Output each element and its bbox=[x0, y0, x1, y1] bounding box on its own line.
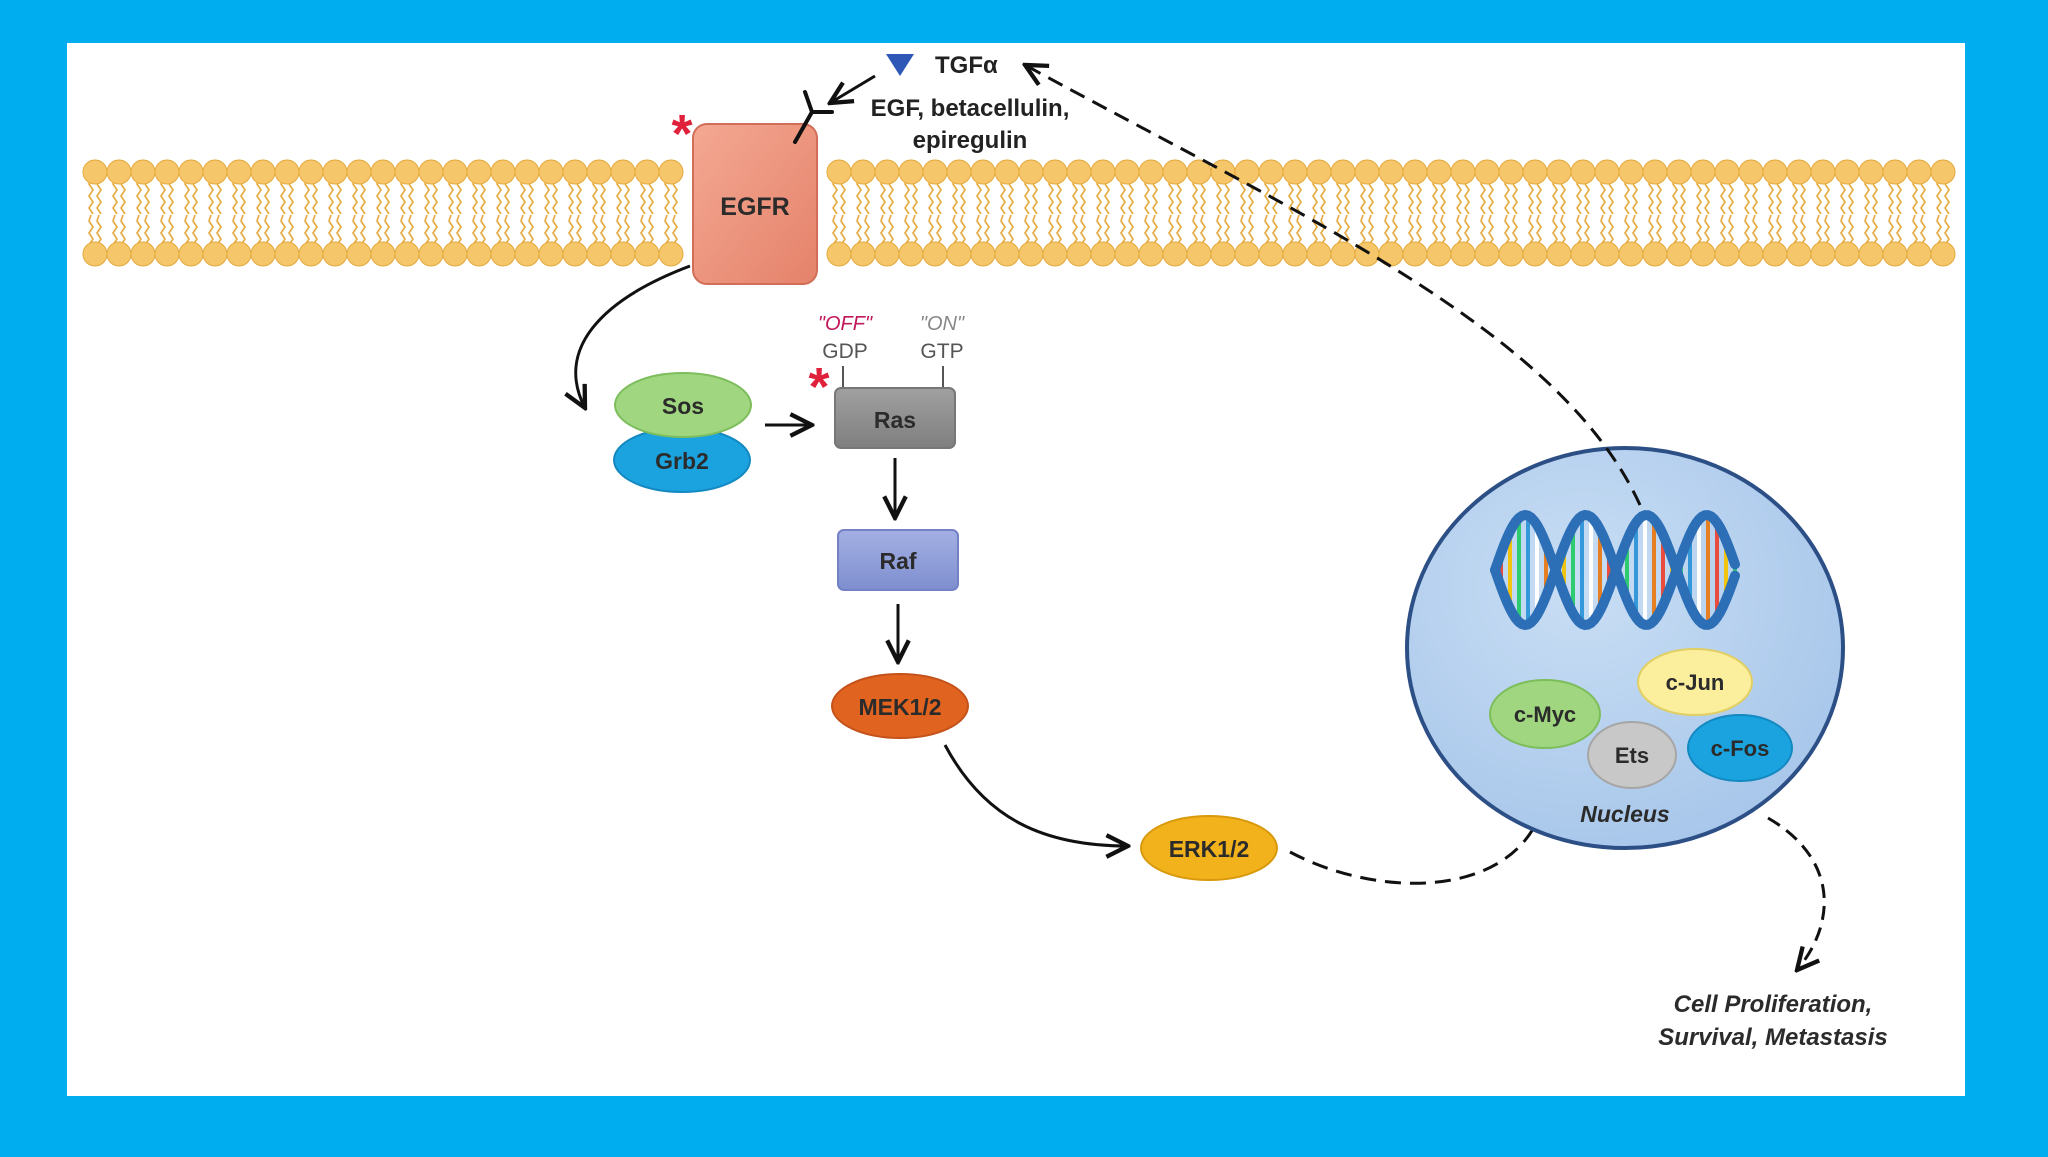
ligand-binding-site bbox=[793, 90, 834, 144]
egfr-mutation-star: * bbox=[671, 104, 692, 164]
ras-on-label: "ON" bbox=[920, 313, 965, 335]
ras-node: Ras bbox=[834, 387, 956, 449]
tgfa-triangle-icon bbox=[886, 54, 914, 76]
sos-node: Sos bbox=[614, 372, 752, 438]
dna-helix-icon bbox=[1490, 509, 1740, 631]
tgfa-feedback-dashed-arrow bbox=[1025, 65, 1642, 506]
ras-label: Ras bbox=[874, 407, 916, 433]
mek-node: MEK1/2 bbox=[831, 673, 969, 739]
ets-node: Ets bbox=[1587, 721, 1677, 789]
ras-gtp-label: GTP bbox=[920, 340, 963, 363]
sos-label: Sos bbox=[662, 393, 704, 419]
grb2-label: Grb2 bbox=[655, 448, 709, 474]
outcome-label-line1: Cell Proliferation, bbox=[1674, 991, 1873, 1018]
egf-ligands-label-line1: EGF, betacellulin, bbox=[871, 95, 1070, 122]
erk-to-nucleus-dashed-arrow bbox=[1289, 800, 1545, 885]
egf-binding-arrow bbox=[830, 74, 876, 103]
mek-to-erk-arrow bbox=[943, 744, 1128, 846]
mek-label: MEK1/2 bbox=[858, 694, 941, 720]
egfr-receptor: EGFR bbox=[692, 123, 818, 285]
erk-label: ERK1/2 bbox=[1169, 836, 1250, 862]
c-fos-label: c-Fos bbox=[1711, 736, 1770, 761]
raf-node: Raf bbox=[837, 529, 959, 591]
c-jun-label: c-Jun bbox=[1666, 670, 1725, 695]
ras-mutation-star: * bbox=[808, 357, 829, 417]
outcome-dashed-arrow bbox=[1767, 816, 1826, 970]
ets-label: Ets bbox=[1615, 743, 1649, 768]
cell-membrane bbox=[82, 159, 1956, 267]
outcome-label-line2: Survival, Metastasis bbox=[1658, 1024, 1887, 1051]
nucleus-label: Nucleus bbox=[1580, 801, 1669, 827]
c-fos-node: c-Fos bbox=[1687, 714, 1793, 782]
ras-gdp-label: GDP bbox=[822, 340, 868, 363]
tgfa-label: TGFα bbox=[935, 52, 998, 79]
raf-label: Raf bbox=[879, 548, 916, 574]
ras-off-label: "OFF" bbox=[818, 313, 873, 335]
c-myc-node: c-Myc bbox=[1489, 679, 1601, 749]
egfr-label: EGFR bbox=[720, 193, 789, 221]
c-jun-node: c-Jun bbox=[1637, 648, 1753, 716]
c-myc-label: c-Myc bbox=[1514, 702, 1576, 727]
erk-node: ERK1/2 bbox=[1140, 815, 1278, 881]
egfr-to-sos-arrow bbox=[576, 264, 691, 408]
egf-ligands-label-line2: epiregulin bbox=[913, 127, 1028, 154]
